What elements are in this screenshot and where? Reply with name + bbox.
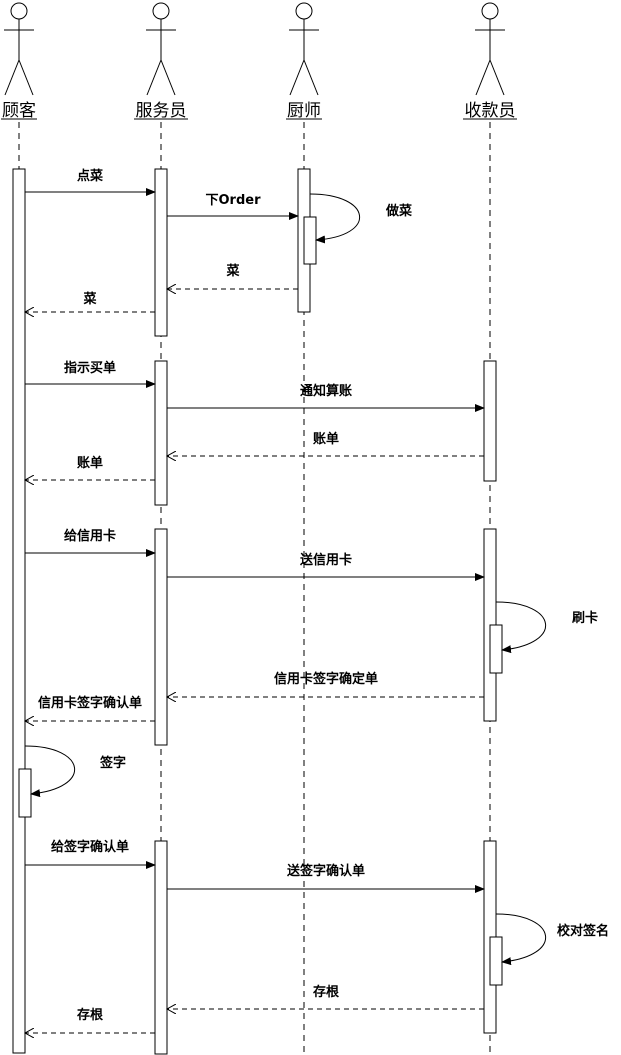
actor-label-chef: 厨师 (287, 101, 321, 121)
message-m20: 存根 (25, 1007, 155, 1033)
message-label: 存根 (313, 984, 340, 1000)
actor-label-cashier: 收款员 (465, 101, 516, 121)
message-m11: 送信用卡 (167, 552, 485, 581)
message-m18: 校对签名 (495, 913, 609, 966)
message-label: 给信用卡 (64, 528, 116, 544)
activation-bars (12, 168, 503, 1055)
message-label: 通知算账 (300, 383, 352, 399)
message-m15: 签字 (24, 745, 126, 798)
stick-figure-icon (4, 2, 34, 96)
message-label: 送信用卡 (299, 552, 352, 568)
message-label: 信用卡签字确认单 (38, 695, 142, 711)
activation-bar (483, 360, 497, 482)
message-label: 账单 (77, 455, 103, 471)
message-m5: 菜 (25, 291, 155, 312)
stick-figure-icon (475, 2, 505, 96)
message-label: 签字 (99, 755, 126, 771)
actor-label-customer: 顾客 (2, 101, 36, 121)
activation-bar (303, 216, 317, 265)
message-label: 校对签名 (557, 923, 609, 939)
activation-bar (12, 168, 26, 1054)
actor-label-waiter: 服务员 (136, 101, 187, 121)
message-m6: 指示买单 (25, 360, 156, 388)
stick-figure-icon (289, 2, 319, 96)
message-m16: 给签字确认单 (25, 839, 156, 869)
message-label: 账单 (313, 431, 339, 447)
activation-bar (489, 936, 503, 986)
message-label: 信用卡签字确定单 (274, 671, 378, 687)
message-label: 指示买单 (64, 360, 116, 376)
activation-bar (18, 768, 32, 818)
message-label: 做菜 (385, 203, 412, 219)
message-label: 菜 (225, 263, 239, 279)
message-m19: 存根 (167, 984, 484, 1009)
message-m13: 信用卡签字确定单 (167, 671, 484, 697)
activation-bar (154, 360, 168, 506)
message-m7: 通知算账 (167, 383, 485, 412)
actor-chef: 厨师 (286, 2, 322, 1055)
message-m3: 做菜 (309, 193, 412, 244)
message-label: 点菜 (77, 168, 103, 184)
activation-bar (489, 624, 503, 674)
message-m1: 点菜 (25, 168, 156, 196)
message-m14: 信用卡签字确认单 (25, 695, 155, 721)
stick-figure-icon (146, 2, 176, 96)
activation-bar (154, 168, 168, 337)
message-m8: 账单 (167, 431, 484, 456)
message-m2: 下Order (167, 193, 299, 220)
message-label: 送签字确认单 (286, 863, 365, 879)
message-m4: 菜 (167, 263, 298, 289)
message-m9: 账单 (25, 455, 155, 480)
message-label: 存根 (77, 1007, 104, 1023)
activation-bar (154, 840, 168, 1055)
message-m17: 送签字确认单 (167, 863, 485, 893)
message-label: 给签字确认单 (51, 839, 129, 855)
message-m10: 给信用卡 (25, 528, 156, 557)
activation-bar (154, 528, 168, 746)
message-m12: 刷卡 (495, 601, 598, 654)
message-label: 菜 (82, 291, 96, 307)
message-label: 刷卡 (572, 610, 598, 626)
message-label: 下Order (206, 193, 262, 208)
